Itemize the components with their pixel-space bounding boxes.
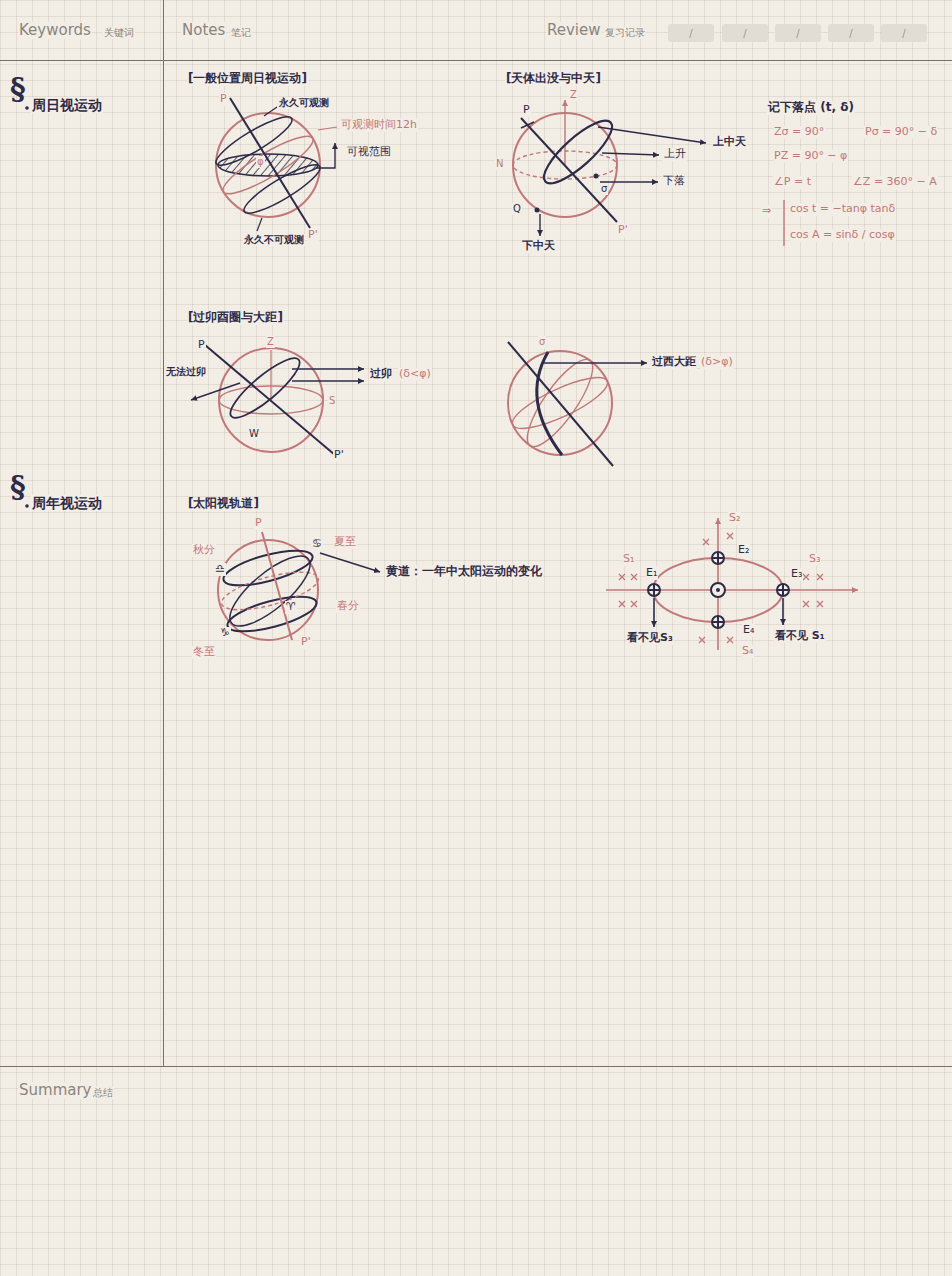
point-label: Z <box>266 336 275 348</box>
zodiac-symbol: ♈ <box>285 601 297 614</box>
annotation: 冬至 <box>192 646 216 659</box>
point-label: P <box>219 93 228 106</box>
orbit-diagram <box>606 518 858 650</box>
diagram-title: [过卯酉圈与大距] <box>187 311 284 325</box>
point-label: E₃ <box>790 568 803 581</box>
review-slot: / <box>722 24 768 42</box>
point-label: P <box>197 339 206 352</box>
point-label: Z <box>569 89 578 101</box>
point-label: S₃ <box>808 553 821 566</box>
annotation: 过卯 <box>369 368 393 381</box>
point-label: S₄ <box>741 645 754 658</box>
point-label: S₂ <box>728 512 741 525</box>
annotation: 秋分 <box>192 544 216 557</box>
annotation: (δ>φ) <box>700 356 734 369</box>
point-label: S <box>328 395 336 407</box>
section-dots <box>25 106 29 508</box>
annotation: 看不见S₃ <box>626 632 674 645</box>
diagram-title: [天体出没与中天] <box>505 72 602 86</box>
header-label: 笔记 <box>230 27 252 39</box>
point-label: σ <box>600 183 608 195</box>
point-label: S₁ <box>622 553 635 566</box>
point-label: σ <box>538 336 546 348</box>
annotation: 无法过卯 <box>165 366 207 378</box>
section-title: 周年视运动 <box>31 495 103 511</box>
angle-label: φ <box>256 156 265 168</box>
header-label: 关键词 <box>103 27 135 39</box>
point-label: P' <box>617 224 629 237</box>
point-label: P <box>522 104 531 117</box>
annotation: 夏至 <box>333 536 357 549</box>
point-label: N <box>495 158 504 170</box>
formula: cos A = sinδ / cosφ <box>789 229 896 242</box>
diagram-title: [太阳视轨道] <box>187 497 260 511</box>
review-slot: / <box>828 24 874 42</box>
annotation: 春分 <box>336 600 360 613</box>
annotation: 上中天 <box>712 136 747 149</box>
diurnal-sphere <box>211 98 337 231</box>
slot-text: / <box>689 28 692 39</box>
zodiac-symbol: ♎ <box>214 563 226 576</box>
slot-text: / <box>849 28 852 39</box>
formula: PZ = 90° − φ <box>773 150 848 163</box>
diagram-title: [一般位置周日视运动] <box>187 72 308 86</box>
slot-text: / <box>902 28 905 39</box>
point-label: P' <box>333 449 345 462</box>
review-slot: / <box>775 24 821 42</box>
sun-path-sphere <box>218 532 380 640</box>
header-label: 总结 <box>92 1087 114 1099</box>
section-title: 周日视运动 <box>31 97 103 113</box>
review-slot: / <box>881 24 927 42</box>
elongation-sphere <box>507 342 647 466</box>
point-label: W <box>248 428 260 440</box>
annotation: 永久可观测 <box>278 97 330 109</box>
formula: ⇒ <box>761 205 772 218</box>
rise-set-sphere <box>513 100 784 246</box>
point-label: E₂ <box>737 544 750 557</box>
section-mark: § <box>9 72 27 107</box>
header-label: Review <box>546 22 602 39</box>
point-label: P <box>254 517 263 530</box>
page-frame <box>0 0 952 1067</box>
formula-title: 记下落点 (t, δ) <box>767 101 855 115</box>
point-label: E₁ <box>645 567 658 580</box>
header-label: Notes <box>181 22 226 39</box>
point-label: P' <box>307 229 319 242</box>
annotation: 看不见 S₁ <box>774 630 826 643</box>
formula: Zσ = 90° <box>773 126 825 139</box>
slot-text: / <box>743 28 746 39</box>
annotation: 可视范围 <box>346 146 392 159</box>
zodiac-symbol: ♋ <box>311 538 323 551</box>
formula: ∠Z = 360° − A <box>852 176 938 189</box>
header-label: Keywords <box>18 22 92 39</box>
header-label: 复习记录 <box>604 27 646 39</box>
annotation: 黄道：一年中太阳运动的变化 <box>385 565 543 579</box>
annotation: 下落 <box>662 175 686 188</box>
slot-text: / <box>796 28 799 39</box>
zodiac-symbol: ♑ <box>219 627 231 640</box>
section-mark: § <box>9 470 27 505</box>
header-label: Summary <box>18 1082 93 1099</box>
point-label: P' <box>300 636 312 649</box>
annotation: 过西大距 <box>651 356 697 369</box>
annotation: 可观测时间12h <box>340 119 418 132</box>
formula: Pσ = 90° − δ <box>864 126 938 139</box>
prime-vertical-sphere <box>191 345 364 455</box>
annotation: 上升 <box>663 148 687 161</box>
annotation: 永久不可观测 <box>243 234 305 246</box>
formula: ∠P = t <box>773 176 812 189</box>
annotation: 下中天 <box>521 240 556 253</box>
annotation: (δ<φ) <box>398 368 432 381</box>
point-label: E₄ <box>742 624 755 637</box>
formula: cos t = −tanφ tanδ <box>789 203 896 216</box>
point-label: Q <box>512 203 522 215</box>
review-slot: / <box>668 24 714 42</box>
